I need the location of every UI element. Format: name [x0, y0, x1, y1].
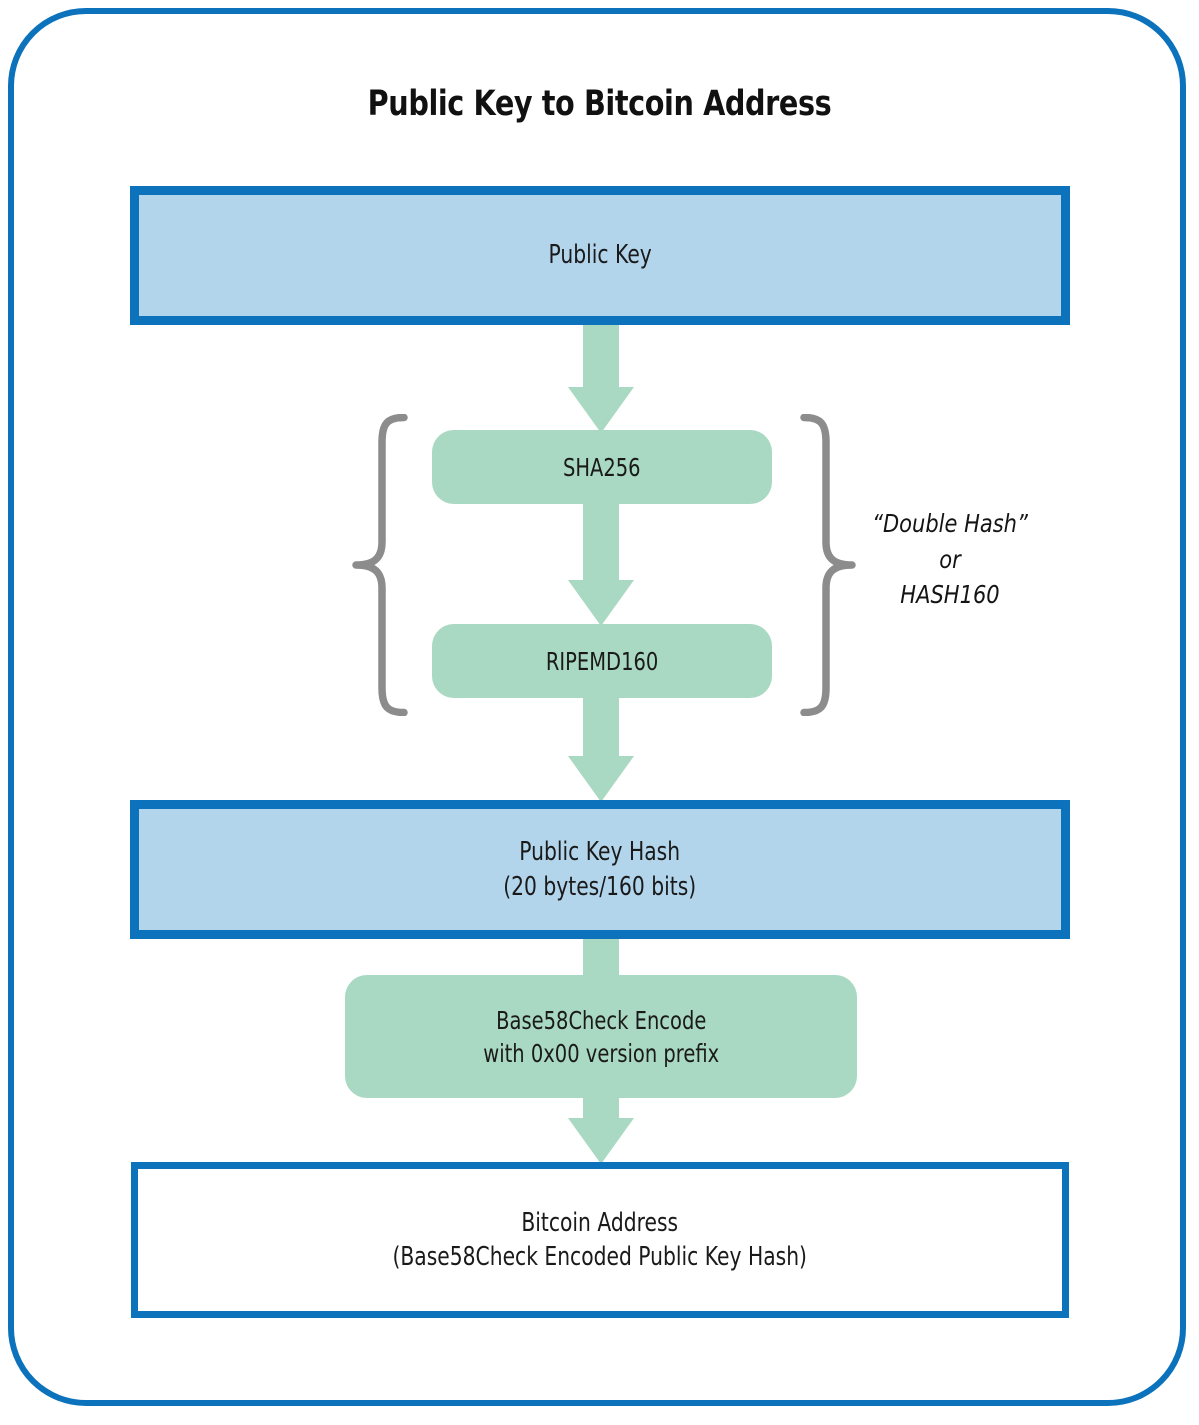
diagram-title: Public Key to Bitcoin Address: [367, 84, 832, 124]
node-public-key-label: Public Key: [548, 240, 652, 271]
brace-left-double-hash: [352, 414, 408, 716]
node-sha256: SHA256: [432, 430, 772, 504]
arrow-public-key-to-sha256: [568, 325, 634, 433]
node-bitcoin-address-line-1: Bitcoin Address: [521, 1207, 679, 1238]
node-base58check-line-1: Base58Check Encode: [495, 1005, 707, 1035]
node-bitcoin-address-label: Bitcoin Address (Base58Check Encoded Pub…: [393, 1206, 808, 1275]
node-public-key-hash-label: Public Key Hash (20 bytes/160 bits): [504, 835, 697, 904]
node-public-key-hash: Public Key Hash (20 bytes/160 bits): [130, 800, 1070, 939]
node-bitcoin-address-line-2: (Base58Check Encoded Public Key Hash): [392, 1242, 808, 1272]
annotation-line-2: or: [939, 544, 961, 574]
brace-right-double-hash: [800, 414, 856, 716]
node-ripemd160: RIPEMD160: [432, 624, 772, 698]
node-base58check-label: Base58Check Encode with 0x00 version pre…: [483, 1004, 719, 1070]
node-public-key-hash-line-2: (20 bytes/160 bits): [503, 871, 697, 902]
annotation-line-1: “Double Hash”: [872, 509, 1028, 538]
annotation-line-3: HASH160: [900, 580, 1000, 609]
node-bitcoin-address: Bitcoin Address (Base58Check Encoded Pub…: [131, 1162, 1069, 1318]
node-public-key-hash-line-1: Public Key Hash: [519, 837, 681, 868]
annotation-double-hash: “Double Hash” or HASH160: [870, 506, 1030, 613]
node-public-key: Public Key: [130, 186, 1070, 325]
node-sha256-label: SHA256: [563, 452, 641, 482]
arrow-base58check-to-bitcoin-address: [568, 1098, 634, 1164]
node-ripemd160-label: RIPEMD160: [545, 646, 659, 676]
node-base58check-encode: Base58Check Encode with 0x00 version pre…: [345, 975, 857, 1098]
node-base58check-line-2: with 0x00 version prefix: [483, 1038, 719, 1068]
arrow-sha256-to-ripemd160: [568, 504, 634, 626]
arrow-ripemd160-to-public-key-hash: [568, 698, 634, 802]
